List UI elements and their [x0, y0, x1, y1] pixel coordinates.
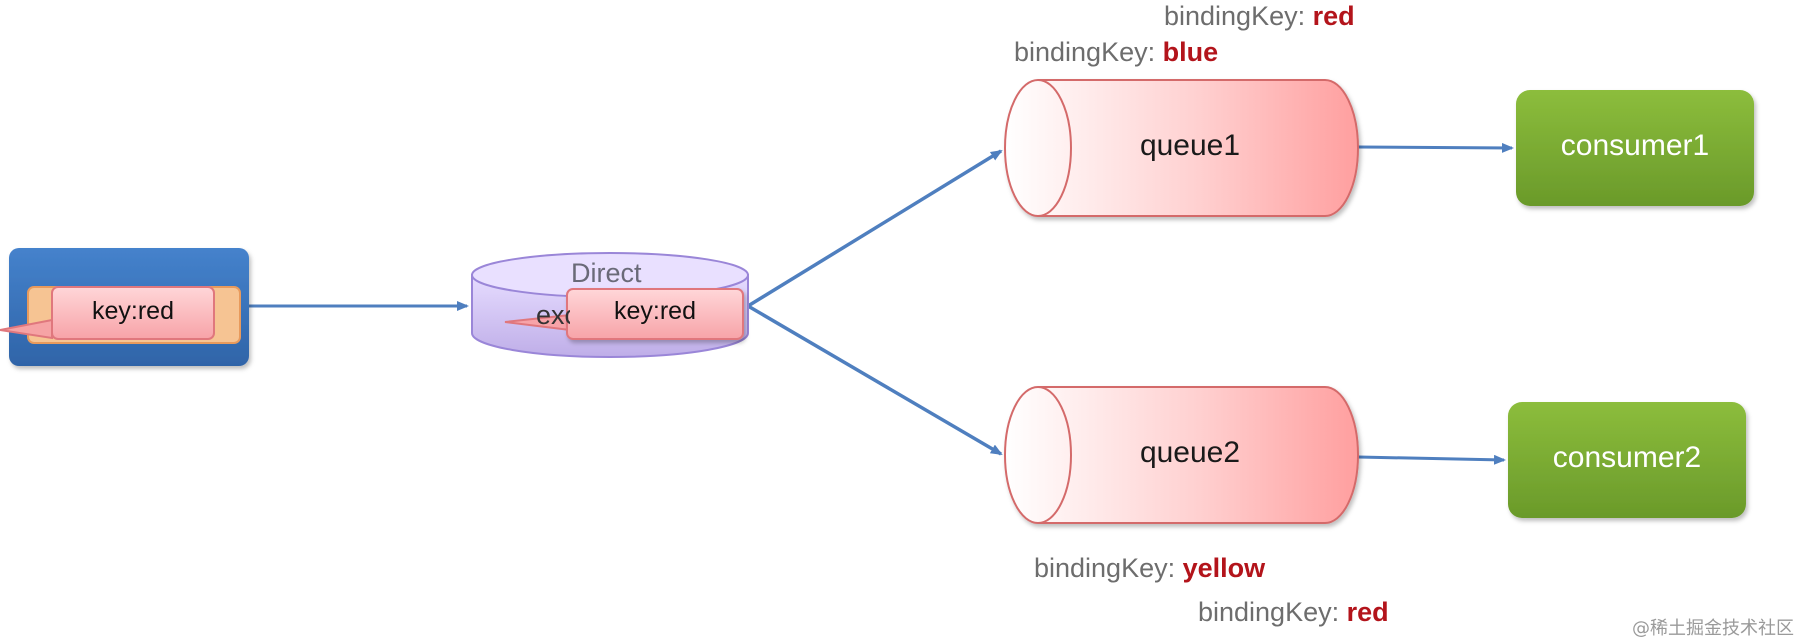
binding-prefix: bindingKey:	[1164, 1, 1313, 31]
binding-prefix: bindingKey:	[1034, 553, 1183, 583]
exchange	[471, 252, 749, 358]
queue2-cylinder	[1004, 386, 1359, 524]
exchange-message-label: key:red	[614, 297, 696, 325]
exchange-type-label: Direct	[571, 258, 642, 288]
binding-prefix: bindingKey:	[1014, 37, 1163, 67]
arrow-exchange-to-queue1	[747, 149, 1003, 308]
publisher-message-label: key:red	[92, 297, 174, 325]
binding-value: yellow	[1182, 553, 1266, 583]
arrow-queue2-to-consumer2	[1357, 454, 1506, 465]
binding-value: red	[1312, 1, 1355, 31]
queue1-binding-blue: bindingKey: blue	[1014, 37, 1218, 68]
queue2-binding-yellow: bindingKey: yellow	[1034, 553, 1265, 584]
watermark: @稀土掘金技术社区	[1632, 618, 1794, 639]
consumer1-box	[1516, 90, 1754, 206]
queue1-label: queue1	[1139, 129, 1241, 162]
queue1-cylinder	[1004, 79, 1359, 217]
queue2-label: queue2	[1139, 436, 1241, 469]
exchange-message-card	[566, 288, 744, 340]
consumer2-label: consumer2	[1552, 441, 1702, 474]
publisher	[0, 248, 249, 366]
binding-prefix: bindingKey:	[1198, 597, 1347, 627]
message-card	[51, 286, 215, 340]
queue2-binding-red: bindingKey: red	[1198, 597, 1389, 628]
queue1-binding-red: bindingKey: red	[1164, 1, 1355, 32]
arrow-exchange-to-queue2	[747, 304, 1003, 456]
binding-value: blue	[1162, 37, 1219, 67]
arrow-queue1-to-consumer1	[1357, 142, 1514, 153]
binding-value: red	[1346, 597, 1389, 627]
consumer2-box	[1508, 402, 1746, 518]
consumer1-label: consumer1	[1560, 129, 1710, 162]
